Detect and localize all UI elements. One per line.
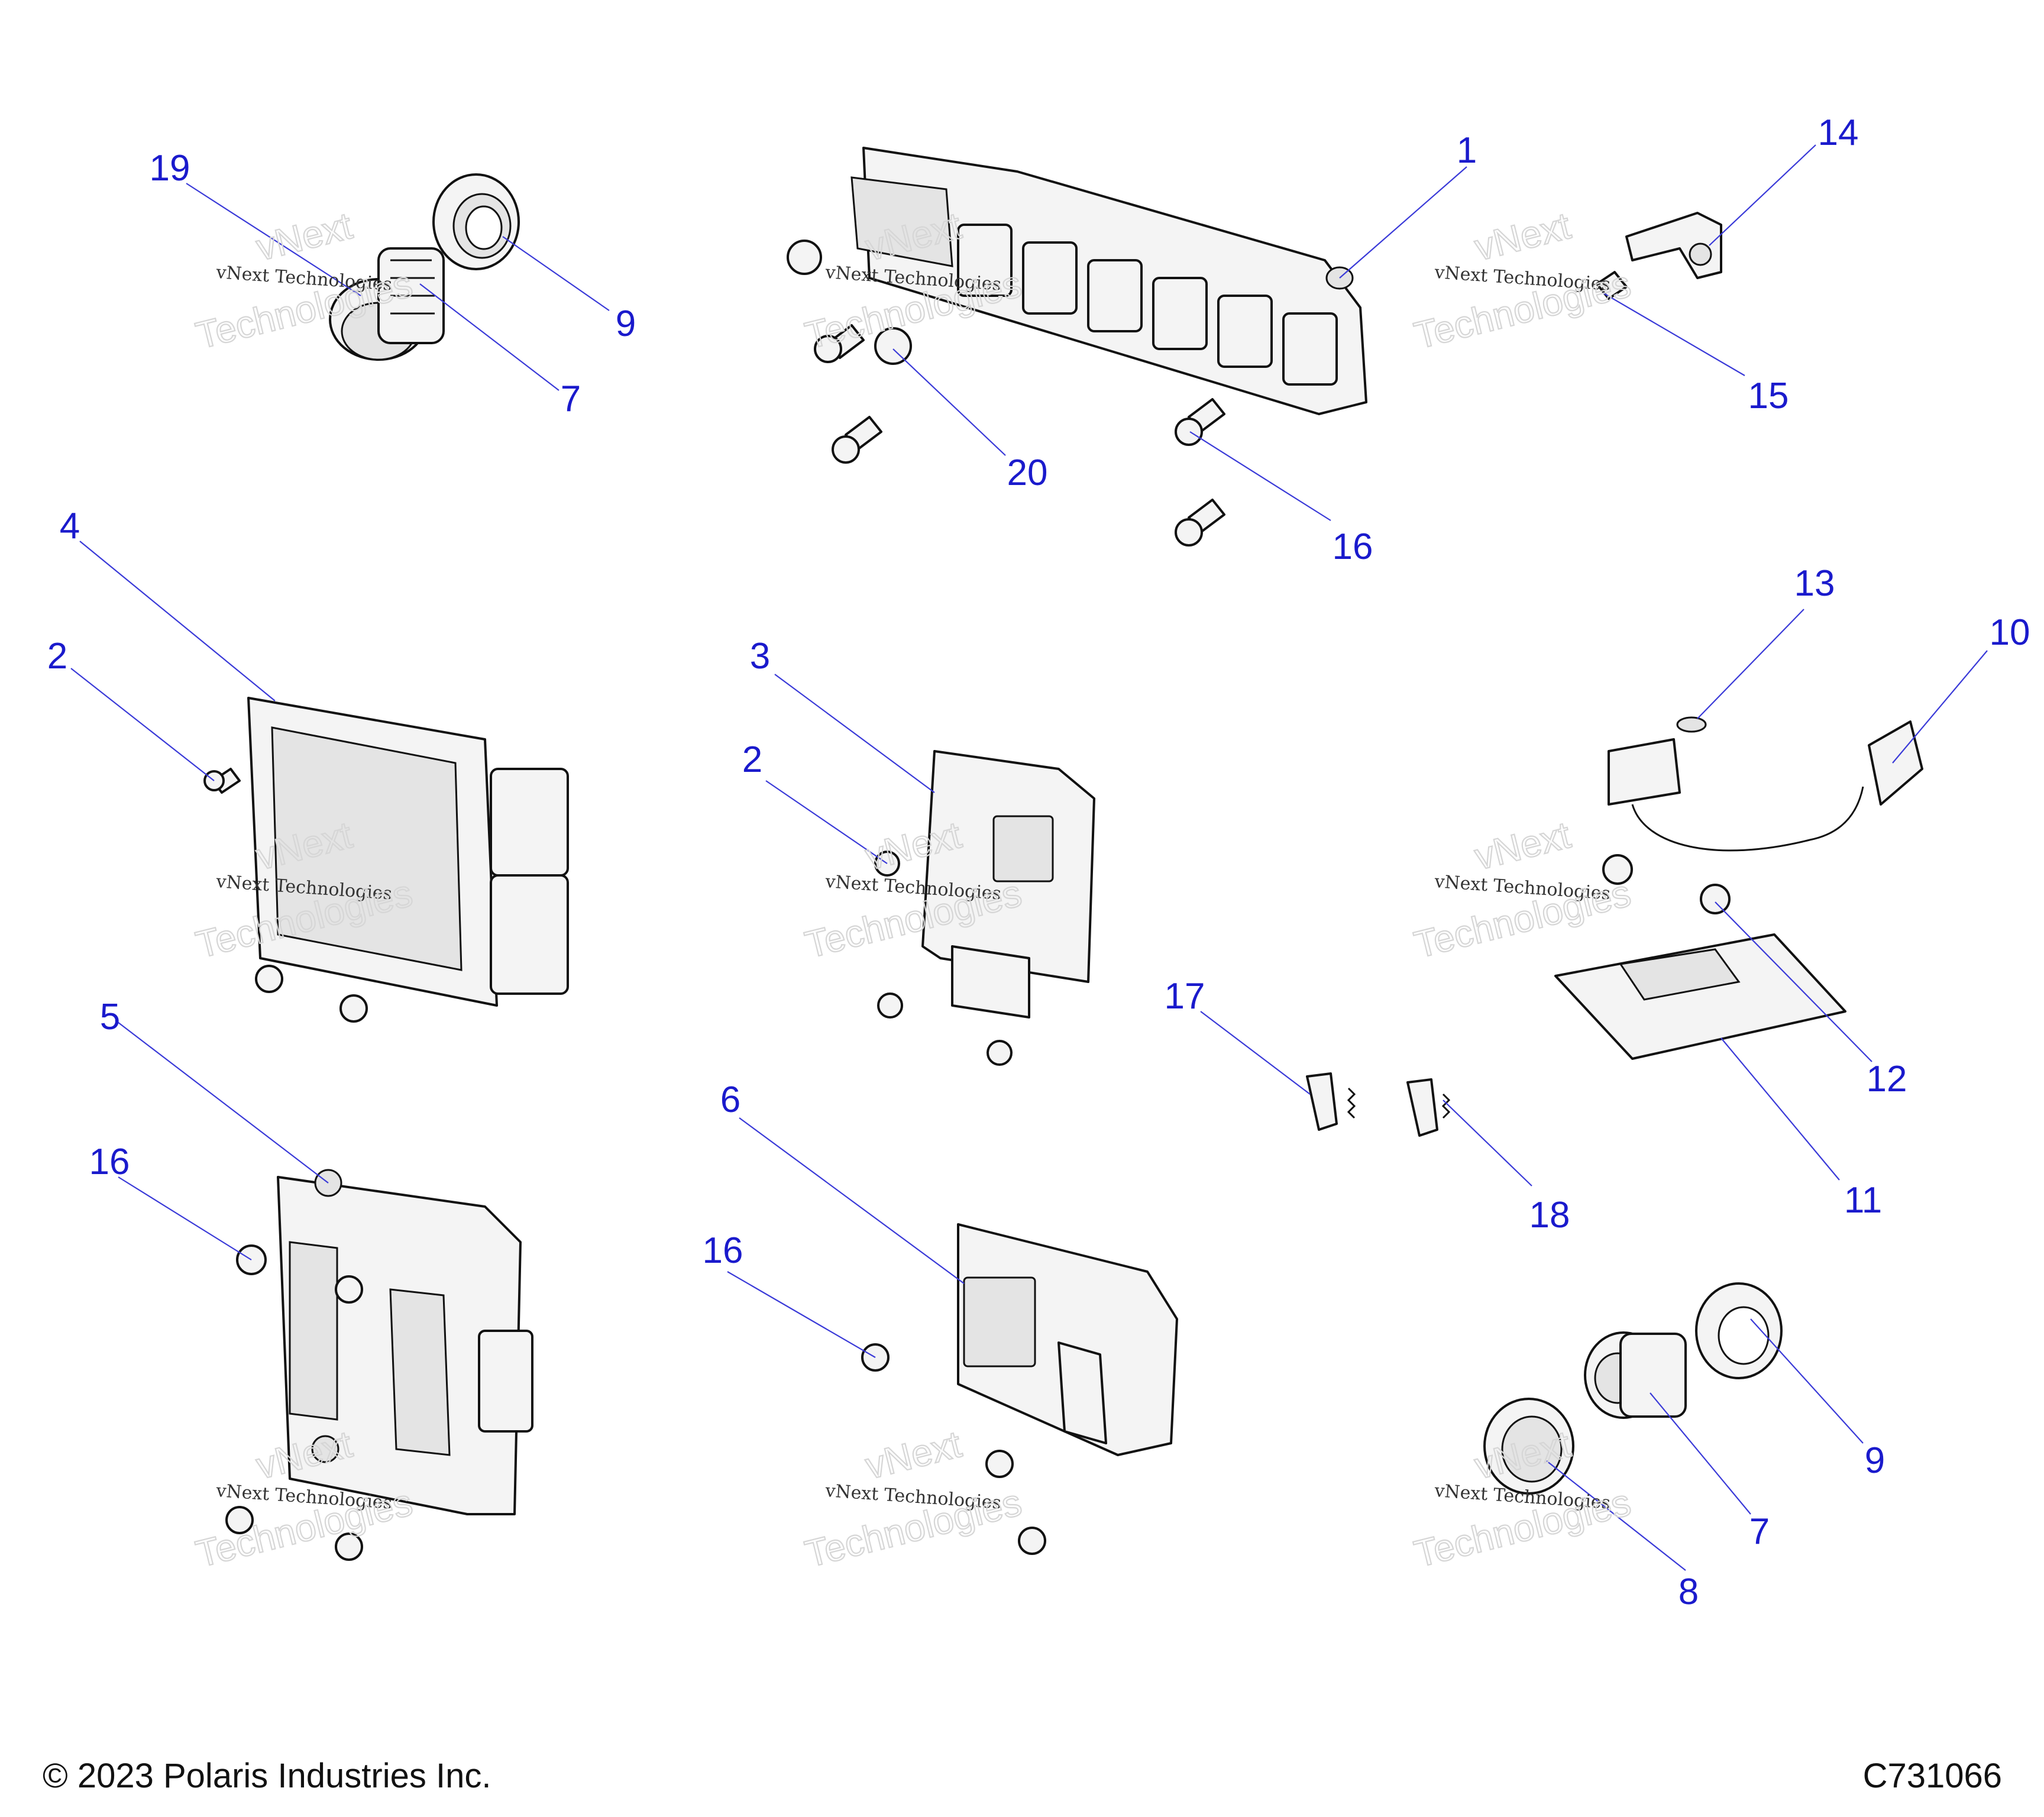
sensor-assembly-drawing	[1554, 716, 1923, 1060]
callout-10: 10	[1990, 612, 2030, 653]
leader-7-bottom	[1650, 1392, 1751, 1515]
leader-16-left	[118, 1176, 252, 1260]
svg-text:vNext: vNext	[1470, 813, 1574, 878]
callout-6: 6	[720, 1079, 740, 1120]
callout-numbers: 1 14 15 20 16 19 9 7 4 2 3 2 13 10 12 11…	[47, 112, 2030, 1612]
ecu-drawing	[247, 697, 569, 1007]
callout-9-bottom: 9	[1865, 1440, 1885, 1481]
relay-box-drawing	[850, 147, 1367, 415]
leader-lines	[70, 144, 1988, 1571]
callout-1: 1	[1457, 130, 1477, 171]
clip-drawings	[1306, 1072, 1451, 1137]
leader-7-top	[419, 283, 559, 391]
leader-16-top	[1189, 431, 1331, 521]
diagram-code: C731066	[1863, 1757, 2002, 1795]
leader-2-left	[70, 668, 215, 781]
leader-11	[1720, 1037, 1840, 1181]
power-module-drawing	[225, 1169, 533, 1561]
nut-drawing	[787, 240, 912, 365]
control-module-drawing	[874, 750, 1095, 1066]
leader-6	[739, 1117, 965, 1284]
callout-18: 18	[1529, 1195, 1570, 1236]
callout-4: 4	[60, 506, 80, 547]
leader-20	[892, 348, 1006, 456]
leader-2-mid	[765, 780, 888, 864]
leader-9-top	[502, 236, 610, 311]
svg-text:vNext: vNext	[861, 1422, 965, 1487]
leader-18	[1443, 1100, 1532, 1186]
callout-16-mid: 16	[703, 1230, 743, 1271]
callout-14: 14	[1818, 112, 1859, 153]
bracket-drawing	[1596, 212, 1722, 300]
callout-5: 5	[100, 997, 120, 1037]
callout-9-top: 9	[616, 303, 636, 344]
watermark-6: vNext Technologies vNext Technologies	[1409, 813, 1635, 967]
leader-17	[1200, 1011, 1311, 1095]
leader-16-mid	[727, 1271, 876, 1358]
callout-17: 17	[1165, 976, 1205, 1017]
leader-3	[774, 674, 935, 793]
callout-16-left: 16	[89, 1142, 130, 1182]
copyright-text: © 2023 Polaris Industries Inc.	[43, 1757, 491, 1795]
callout-13: 13	[1794, 563, 1835, 604]
nut-ring-drawing-top	[432, 173, 520, 270]
leader-5	[115, 1020, 329, 1184]
leader-10	[1892, 650, 1988, 764]
callout-16-top: 16	[1333, 526, 1373, 567]
leader-8	[1546, 1460, 1686, 1571]
callout-7-top: 7	[561, 379, 581, 419]
callout-11: 11	[1844, 1180, 1882, 1221]
callout-12: 12	[1867, 1059, 1907, 1100]
leader-12	[1715, 901, 1872, 1062]
leader-1	[1339, 166, 1467, 279]
module-6-drawing	[861, 1223, 1178, 1555]
leader-13	[1697, 609, 1804, 719]
callout-2-left: 2	[47, 636, 67, 677]
watermark-9: vNext Technologies vNext Technologies	[1409, 1422, 1635, 1576]
svg-text:vNext: vNext	[1470, 204, 1574, 269]
leader-19	[186, 183, 361, 296]
leader-14	[1709, 144, 1816, 246]
callout-20: 20	[1007, 452, 1048, 493]
callout-3: 3	[750, 636, 770, 677]
watermark-8: vNext Technologies vNext Technologies	[800, 1422, 1026, 1576]
callout-7-bottom: 7	[1749, 1511, 1770, 1552]
socket-assembly-drawing-bottom	[1483, 1282, 1783, 1495]
screw-drawings-top	[814, 324, 1225, 547]
watermark-3: vNext Technologies vNext Technologies	[1409, 203, 1635, 358]
leader-15	[1602, 292, 1745, 376]
callout-15: 15	[1748, 376, 1789, 416]
leader-9-bottom	[1750, 1318, 1864, 1444]
callout-2-mid: 2	[742, 739, 762, 780]
callout-19: 19	[150, 148, 190, 189]
callout-8: 8	[1678, 1572, 1699, 1612]
leader-4	[79, 541, 276, 701]
aux-socket-drawing-top	[329, 247, 445, 361]
